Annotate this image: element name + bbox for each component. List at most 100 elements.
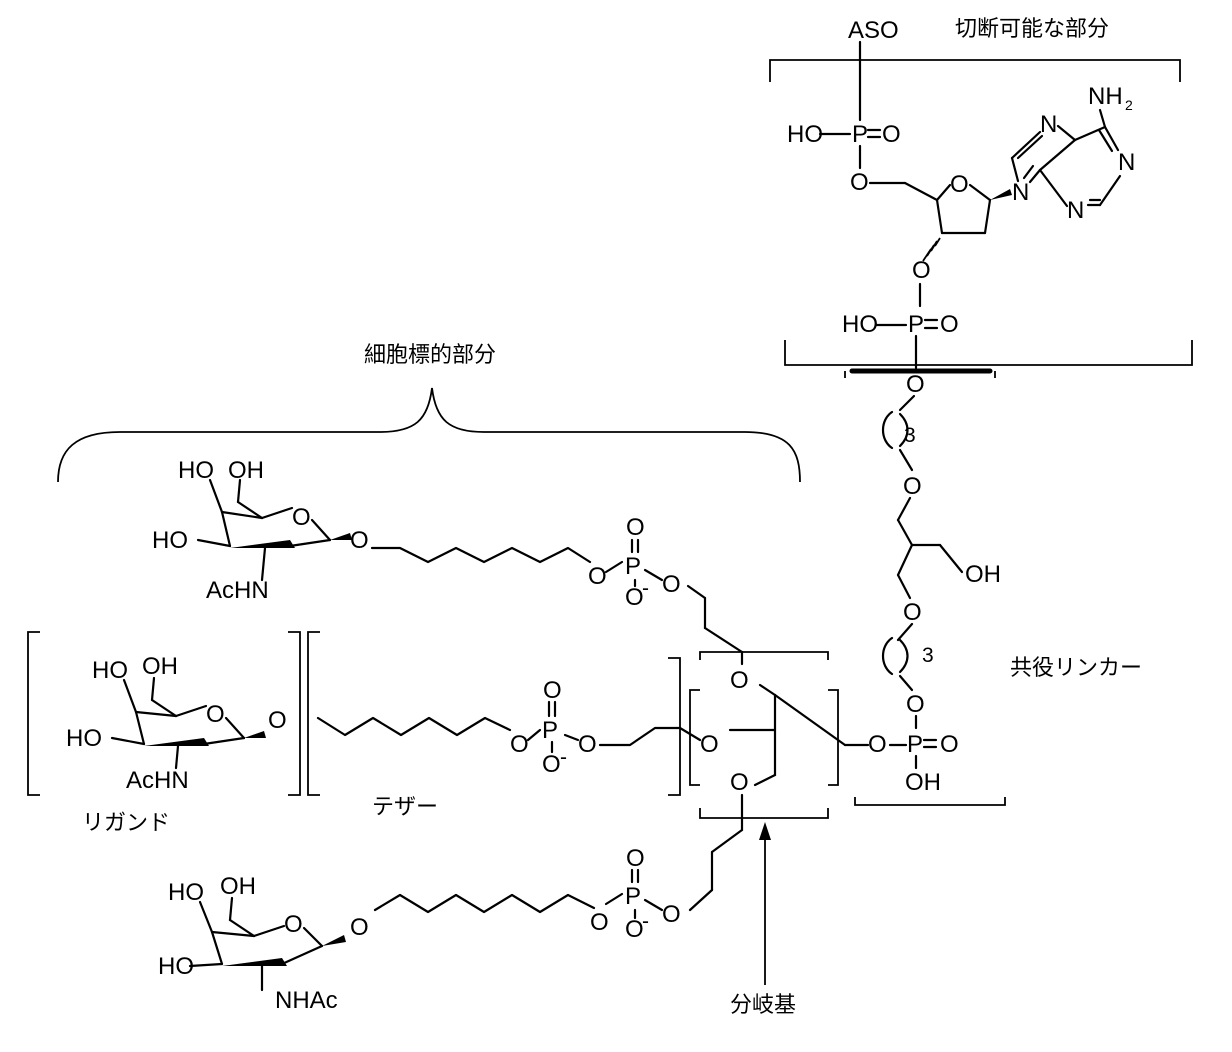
atom-oh-6: OH	[228, 457, 264, 484]
wedge-bond	[244, 731, 266, 738]
charge-minus-mid: -	[560, 746, 567, 769]
atom-ho-4: HO	[178, 457, 214, 484]
galnac-upper: HO OH O HO AcHN	[152, 457, 352, 604]
atom-ring-o: O	[950, 171, 969, 198]
wedge-bond	[330, 533, 352, 540]
bond	[898, 545, 912, 575]
atom-o-minus-upper: O	[625, 584, 644, 611]
bond	[688, 586, 705, 598]
bond	[198, 540, 230, 546]
label-tether: テザー	[372, 795, 438, 820]
bond	[937, 200, 942, 233]
bracket-linker-bottom	[855, 797, 1005, 805]
atom-eq-o2: O	[940, 311, 959, 338]
bond	[900, 450, 912, 470]
ring-bold-edge	[222, 958, 287, 966]
atom-o-minus-mid: O	[542, 751, 561, 778]
atom-oh-glycerol: OH	[965, 561, 1001, 588]
bond	[1030, 170, 1040, 182]
atom-ring-o-upper: O	[292, 504, 311, 531]
atom-o-branch-top: O	[730, 667, 749, 694]
atom-n1: N	[1118, 149, 1135, 176]
bond	[176, 706, 206, 716]
bond	[1100, 110, 1105, 127]
bond	[230, 898, 232, 920]
bond	[254, 926, 284, 936]
atom-eq-o-mid: O	[543, 677, 562, 704]
atom-eq-o-lower: O	[626, 845, 645, 872]
atom-nh2-sub: 2	[1125, 97, 1133, 113]
bond	[937, 185, 950, 200]
atom-o-branch-bottom: O	[730, 769, 749, 796]
bond	[1024, 166, 1033, 178]
chain-lower	[375, 895, 594, 912]
bond	[282, 946, 322, 964]
ring-bold-edge	[144, 738, 209, 746]
wedge-bond	[322, 935, 346, 946]
bond	[565, 735, 578, 740]
chain-upper	[372, 548, 590, 562]
atom-o-glyco-lower: O	[350, 914, 369, 941]
bond	[312, 520, 330, 540]
bond	[152, 678, 154, 700]
bond	[645, 900, 662, 910]
bond	[900, 396, 914, 410]
atom-p2: P	[908, 311, 924, 338]
atom-o1: O	[850, 169, 869, 196]
galnac-lower: HO OH O HO NHAc	[158, 873, 346, 1014]
bond	[905, 183, 937, 200]
atom-achn-middle: AcHN	[126, 767, 189, 794]
bond	[705, 628, 742, 652]
paren-left	[883, 412, 892, 448]
atom-p3: P	[907, 731, 923, 758]
atom-nhac-lower: NHAc	[275, 987, 338, 1014]
bond	[760, 685, 775, 695]
atom-o-mid-right: O	[578, 731, 597, 758]
label-conjugate-linker: 共役リンカー	[1010, 656, 1142, 681]
subscript-3-top: 3	[904, 424, 916, 447]
bond	[210, 480, 222, 512]
atom-ho-3: HO	[66, 725, 102, 752]
bond	[176, 746, 178, 768]
atom-o-lower-link: O	[662, 901, 681, 928]
bracket-branch-top	[700, 652, 828, 660]
atom-o-lower-chain: O	[590, 909, 609, 936]
bond	[940, 545, 962, 572]
atom-o3: O	[912, 257, 931, 284]
atom-ring-o-lower: O	[284, 911, 303, 938]
bond	[222, 512, 230, 546]
atom-p-upper: P	[625, 553, 641, 580]
atom-ho-p2: HO	[842, 311, 878, 338]
atom-ho-3: HO	[152, 527, 188, 554]
atom-p1: P	[852, 121, 868, 148]
label-ligand: リガンド	[82, 811, 170, 836]
bond	[900, 676, 912, 690]
atom-o-link2: O	[903, 473, 922, 500]
bond	[712, 830, 742, 852]
bond	[190, 964, 222, 966]
bond	[1012, 132, 1040, 158]
atom-o-link4: O	[906, 691, 925, 718]
bond	[262, 548, 265, 580]
brace-cell-targeting	[58, 388, 800, 482]
bond	[970, 185, 990, 200]
label-branching-group: 分岐基	[730, 993, 796, 1018]
chain-mid-right	[600, 728, 680, 745]
bond	[1040, 140, 1075, 170]
atom-p-lower: P	[625, 883, 641, 910]
bond	[290, 540, 330, 546]
atom-o-minus-lower: O	[625, 916, 644, 943]
bond	[304, 928, 322, 946]
atom-ho-3: HO	[158, 953, 194, 980]
label-cleavable-moiety: 切断可能な部分	[955, 17, 1109, 42]
atom-ho-4: HO	[92, 657, 128, 684]
bond	[606, 562, 622, 572]
bracket-branch-bottom	[700, 808, 828, 818]
atom-eq-o3: O	[940, 731, 959, 758]
atom-ring-o-middle: O	[206, 701, 225, 728]
paren-left	[883, 638, 892, 674]
arrow-branch-head	[759, 822, 771, 840]
atom-eq-o1: O	[882, 121, 901, 148]
bond	[112, 738, 144, 744]
